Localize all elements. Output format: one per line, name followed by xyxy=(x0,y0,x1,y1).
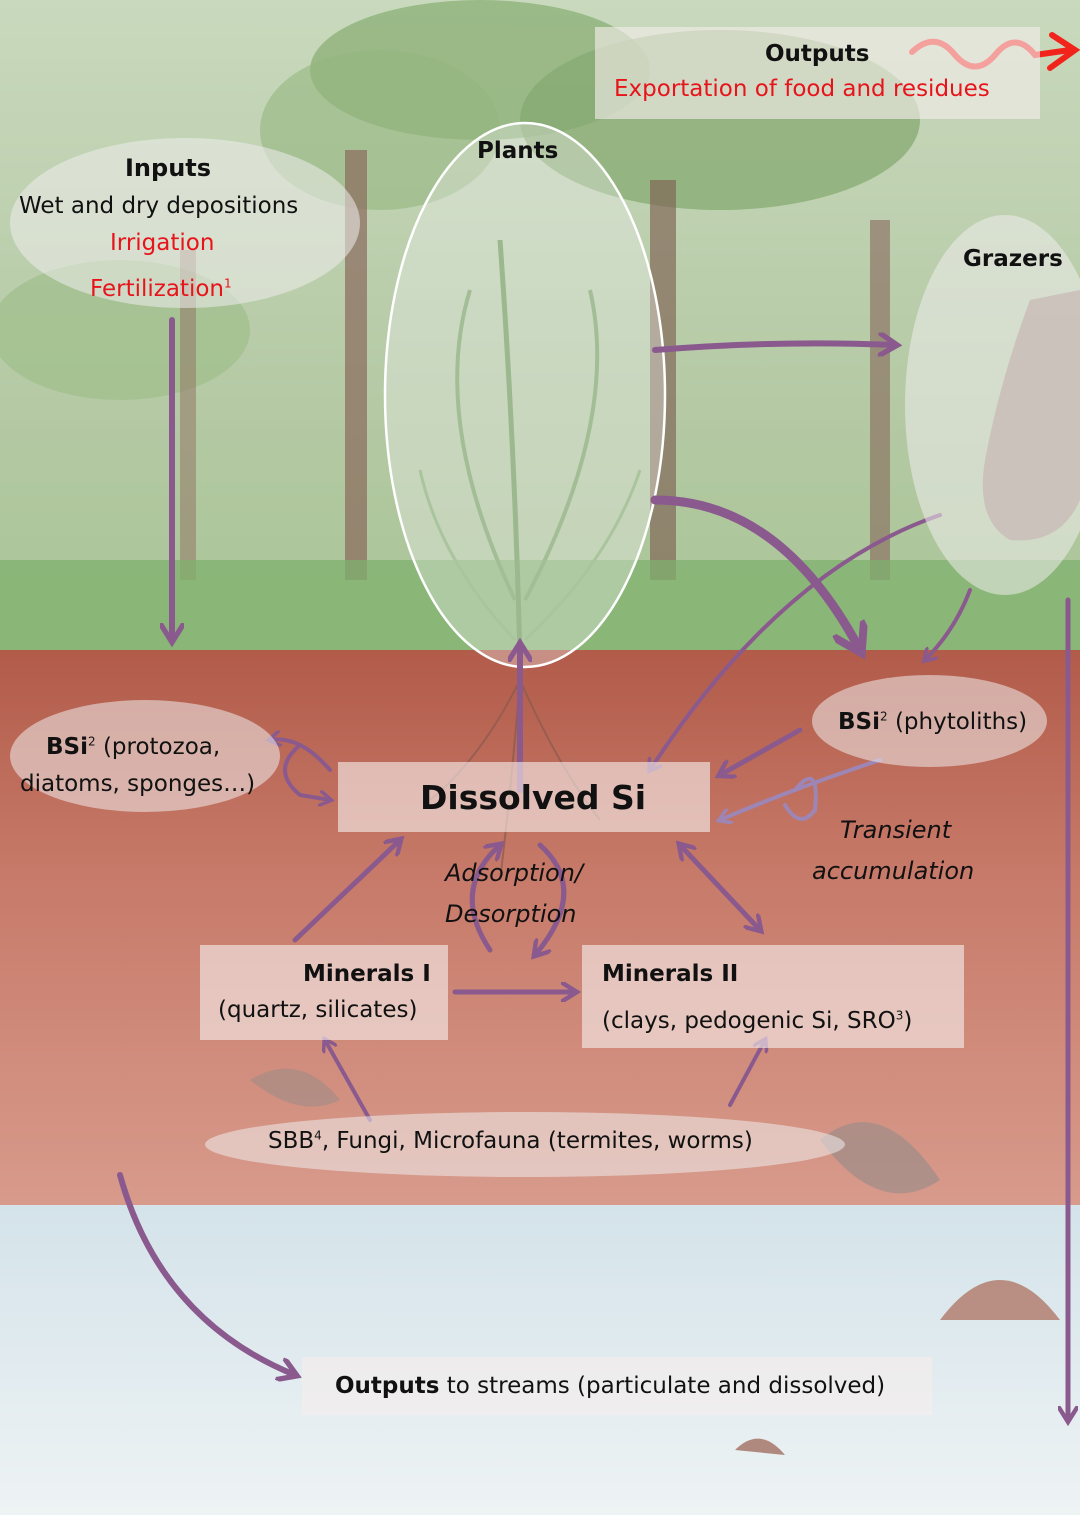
tree-trunk xyxy=(870,220,890,580)
minerals2-text-line: (clays, pedogenic Si, SRO3) xyxy=(602,1007,912,1036)
inputs-fertilization: Fertilization1 xyxy=(90,275,232,304)
outputs-bottom-line: Outputs to streams (particulate and diss… xyxy=(335,1372,885,1401)
fertilization-footnote: 1 xyxy=(224,276,232,290)
bsi-right-line: BSi2 (phytoliths) xyxy=(838,708,1027,737)
dissolved-si-label: Dissolved Si xyxy=(420,777,646,818)
fertilization-text: Fertilization xyxy=(90,276,224,302)
outputs-bottom-text: to streams (particulate and dissolved) xyxy=(439,1373,885,1399)
plants-ellipse xyxy=(385,123,665,667)
minerals2-title: Minerals II xyxy=(602,960,738,989)
bsi-left-label: BSi xyxy=(46,734,88,760)
bsi-right-label: BSi xyxy=(838,709,880,735)
transient-line2: accumulation xyxy=(812,856,974,886)
inputs-title: Inputs xyxy=(125,153,211,183)
outputs-top-subtitle: Exportation of food and residues xyxy=(614,75,990,104)
minerals1-text: (quartz, silicates) xyxy=(218,996,417,1025)
plants-label: Plants xyxy=(477,137,558,166)
biota-line: SBB4, Fungi, Microfauna (termites, worms… xyxy=(268,1127,753,1156)
bsi-left-footnote: 2 xyxy=(88,734,96,748)
bsi-right-text: (phytoliths) xyxy=(895,709,1027,735)
outputs-top-title: Outputs xyxy=(765,40,869,69)
minerals2-close: ) xyxy=(903,1008,912,1034)
inputs-irrigation: Irrigation xyxy=(110,229,214,258)
adsorption-line1: Adsorption/ xyxy=(445,858,583,888)
minerals2-text: (clays, pedogenic Si, SRO xyxy=(602,1008,896,1034)
bsi-right-footnote: 2 xyxy=(880,709,888,723)
transient-line1: Transient xyxy=(840,815,951,845)
adsorption-line2: Desorption xyxy=(445,899,577,929)
bsi-left-text1: (protozoa, xyxy=(103,734,220,760)
biota-footnote: 4 xyxy=(314,1128,322,1142)
biota-text: , Fungi, Microfauna (termites, worms) xyxy=(322,1128,753,1154)
bsi-left-line1: BSi2 (protozoa, xyxy=(46,733,220,762)
bsi-left-text2: diatoms, sponges…) xyxy=(20,770,255,799)
inputs-deposition: Wet and dry depositions xyxy=(19,192,298,221)
biota-prefix: SBB xyxy=(268,1128,314,1154)
minerals1-title: Minerals I xyxy=(303,960,431,989)
grazers-label: Grazers xyxy=(963,245,1063,274)
outputs-bottom-title: Outputs xyxy=(335,1373,439,1399)
